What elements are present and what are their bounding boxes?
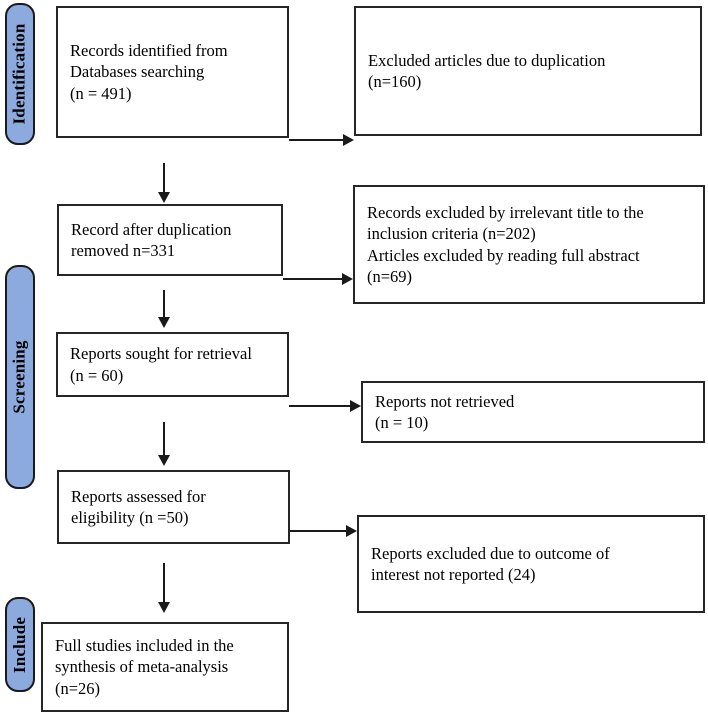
arrow-after-duplication-to-sought: [158, 317, 170, 328]
arrow-sought-to-not-retrieved: [350, 400, 361, 412]
arrow-assessed-to-excluded-outcome: [346, 525, 357, 537]
box-reports-sought: Reports sought for retrieval (n = 60): [56, 332, 289, 397]
connector-line-assessed-to-excluded-outcome: [290, 530, 347, 532]
box-reports-not-retrieved-text: Reports not retrieved (n = 10): [375, 391, 515, 432]
connector-line-identified-to-duplication: [289, 139, 344, 141]
box-excluded-title-abstract: Records excluded by irrelevant title to …: [353, 185, 705, 304]
stage-bar-identification: Identification: [5, 3, 35, 145]
connector-line-sought-to-assessed: [163, 422, 165, 456]
box-reports-not-retrieved: Reports not retrieved (n = 10): [361, 381, 705, 443]
connector-line-after-duplication-to-sought: [163, 290, 165, 318]
connector-line-assessed-to-included: [163, 563, 165, 603]
arrow-identified-to-duplication: [343, 134, 354, 146]
arrow-after-duplication-to-excluded: [342, 273, 353, 285]
box-reports-excluded-outcome-text: Reports excluded due to outcome of inter…: [371, 543, 610, 584]
box-full-studies-included-text: Full studies included in the synthesis o…: [55, 635, 234, 698]
box-reports-assessed: Reports assessed for eligibility (n =50): [57, 470, 290, 544]
stage-bar-include: Include: [5, 597, 35, 692]
box-excluded-duplication: Excluded articles due to duplication (n=…: [354, 6, 702, 136]
box-records-identified-text: Records identified from Databases search…: [70, 40, 228, 103]
connector-line-after-duplication-to-excluded: [283, 278, 343, 280]
arrow-assessed-to-included: [158, 602, 170, 613]
connector-line-identified-to-after-duplication: [163, 163, 165, 193]
box-excluded-duplication-text: Excluded articles due to duplication (n=…: [368, 50, 606, 91]
arrow-sought-to-assessed: [158, 455, 170, 466]
box-full-studies-included: Full studies included in the synthesis o…: [41, 622, 289, 712]
box-records-after-duplication: Record after duplication removed n=331: [57, 204, 283, 276]
box-reports-assessed-text: Reports assessed for eligibility (n =50): [71, 486, 206, 527]
connector-line-sought-to-not-retrieved: [289, 405, 351, 407]
stage-label-screening: Screening: [10, 340, 30, 414]
stage-bar-screening: Screening: [5, 265, 35, 489]
stage-label-include: Include: [10, 616, 30, 673]
arrow-identified-to-after-duplication: [158, 192, 170, 203]
box-reports-sought-text: Reports sought for retrieval (n = 60): [70, 344, 252, 385]
box-records-after-duplication-text: Record after duplication removed n=331: [71, 219, 232, 260]
box-excluded-title-abstract-text: Records excluded by irrelevant title to …: [367, 202, 644, 286]
stage-label-identification: Identification: [10, 23, 29, 125]
box-records-identified: Records identified from Databases search…: [56, 6, 289, 138]
box-reports-excluded-outcome: Reports excluded due to outcome of inter…: [357, 515, 705, 613]
